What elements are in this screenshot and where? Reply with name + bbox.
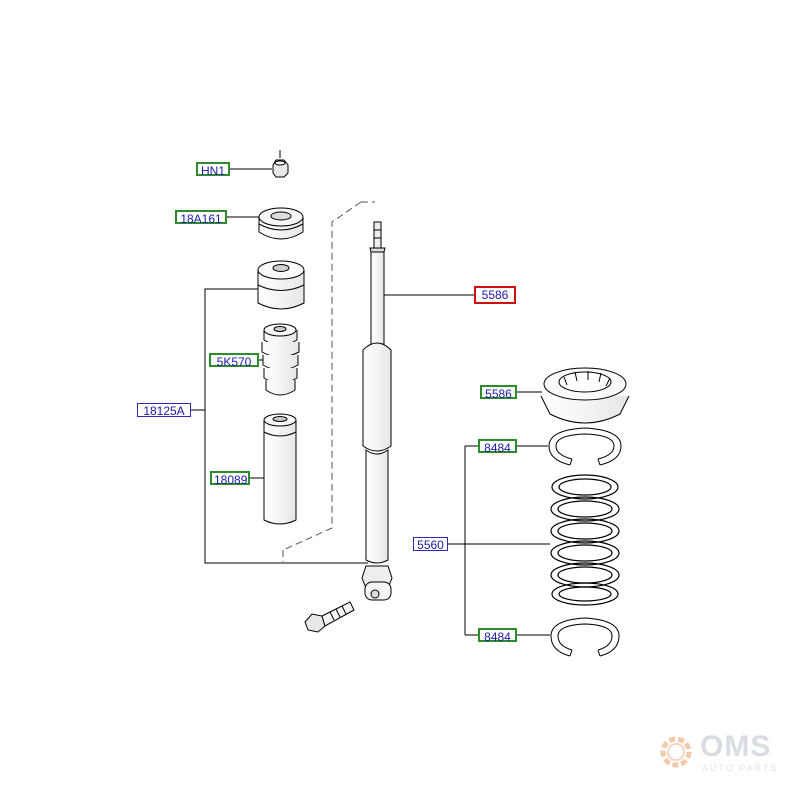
lower-spring-insulator-part[interactable] bbox=[550, 617, 620, 657]
bump-stop-bushing-part[interactable] bbox=[257, 260, 305, 310]
top-mount-washer-part[interactable] bbox=[258, 207, 304, 240]
part-label-5560[interactable]: 5560 bbox=[413, 537, 448, 552]
assembly-dashed-lines bbox=[282, 201, 375, 562]
watermark-brand: OMS bbox=[700, 730, 772, 763]
watermark-tagline: AUTO PARTS bbox=[702, 763, 779, 773]
bump-stop-part[interactable] bbox=[261, 323, 300, 396]
part-label-18a161[interactable]: 18A161 bbox=[175, 210, 227, 226]
coil-spring-part[interactable] bbox=[550, 474, 620, 606]
nut-part[interactable] bbox=[272, 150, 289, 178]
brand-watermark: OMS AUTO PARTS bbox=[652, 730, 782, 790]
part-label-18089[interactable]: 18089 bbox=[210, 471, 250, 487]
part-label-5586-spring-seat[interactable]: 5586 bbox=[480, 385, 517, 401]
part-label-5586-selected[interactable]: 5586 bbox=[474, 286, 516, 304]
spring-seat-part[interactable] bbox=[540, 367, 630, 424]
upper-spring-insulator-part[interactable] bbox=[548, 427, 622, 466]
dust-boot-part[interactable] bbox=[263, 413, 297, 525]
part-label-8484-bottom[interactable]: 8484 bbox=[478, 628, 517, 644]
mounting-bolt-part[interactable] bbox=[304, 601, 355, 633]
part-label-8484-top[interactable]: 8484 bbox=[478, 439, 517, 455]
shock-absorber-part[interactable] bbox=[361, 221, 393, 601]
leader-lines bbox=[191, 168, 550, 636]
part-label-hn1[interactable]: HN1 bbox=[196, 162, 230, 178]
part-label-5k570[interactable]: 5K570 bbox=[209, 353, 259, 369]
part-label-18125a[interactable]: 18125A bbox=[137, 403, 191, 418]
gear-icon bbox=[660, 736, 692, 768]
